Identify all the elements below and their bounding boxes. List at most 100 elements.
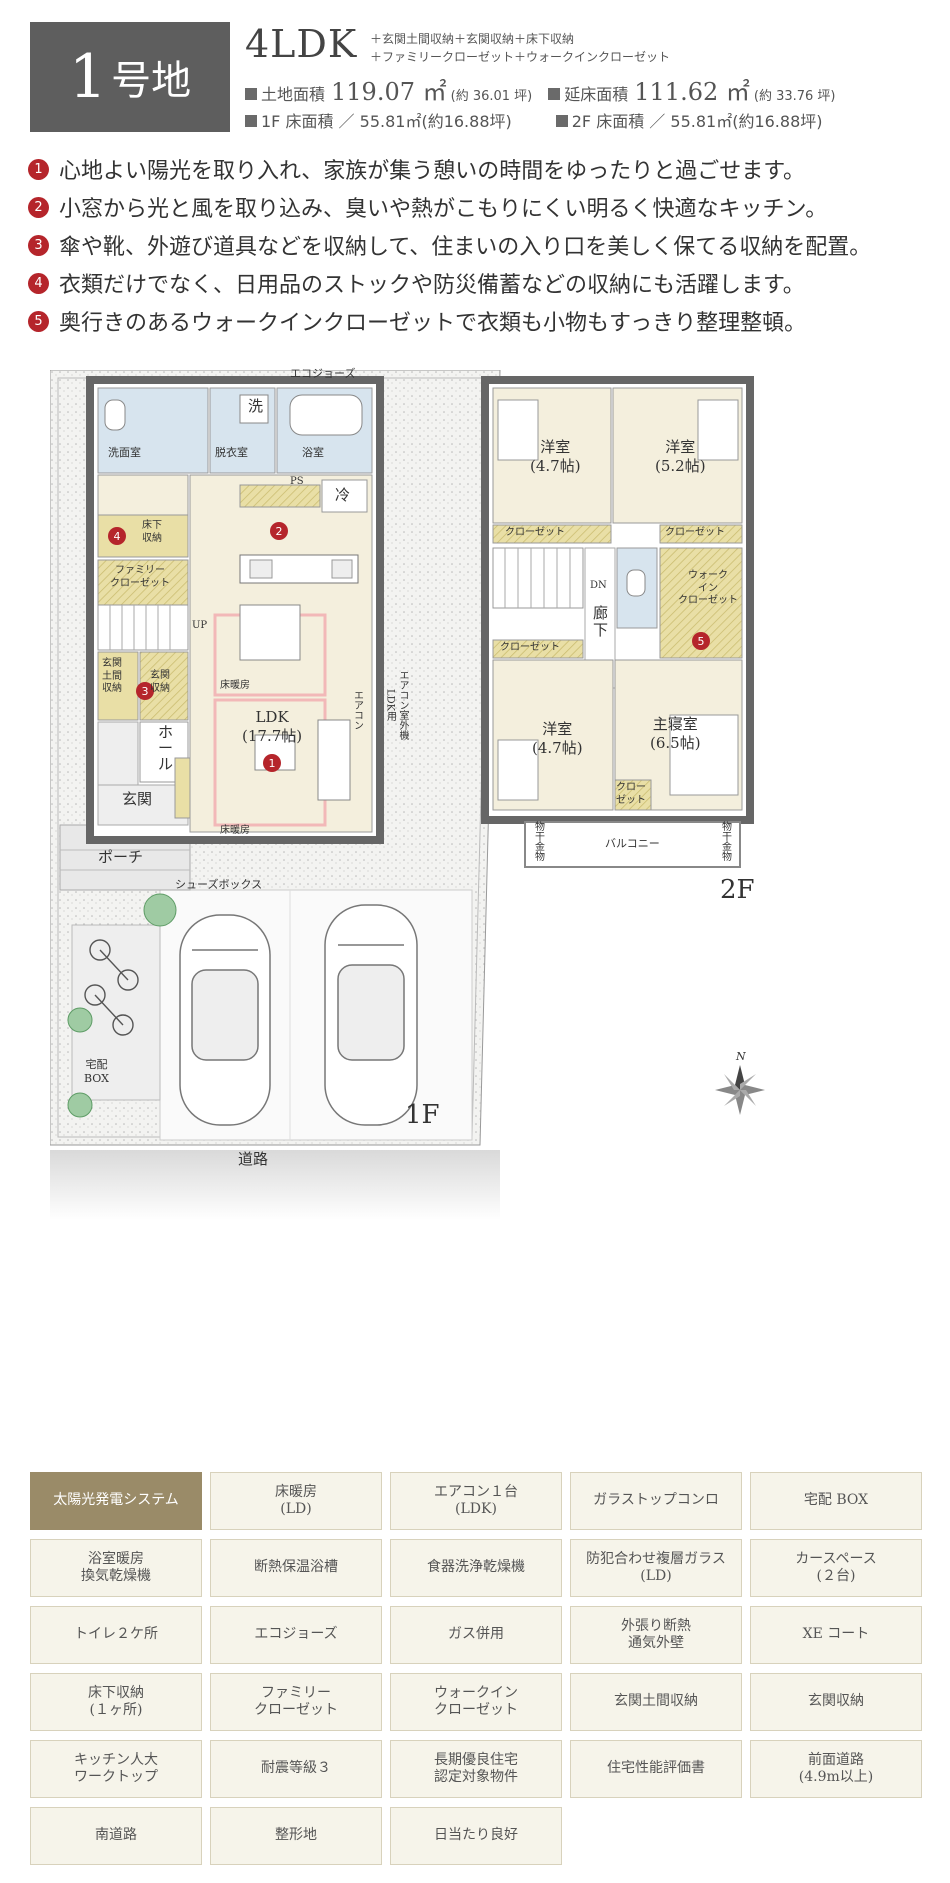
yukashita-label: 床下 収納 [142, 520, 162, 544]
hall-label: ホ ー ル [158, 723, 174, 773]
equipment-item: 南道路 [30, 1807, 202, 1865]
equipment-item: 前面道路 (4.9m以上) [750, 1740, 922, 1798]
ldk-label: LDK (17.7帖) [242, 708, 303, 745]
equipment-item: ガス併用 [390, 1606, 562, 1664]
car-right [324, 904, 418, 1126]
feature-number: 2 [28, 196, 49, 218]
genkan-shuno-label: 玄関 収納 [150, 670, 170, 694]
equipment-item: ガラストップコンロ [570, 1472, 742, 1530]
equipment-item: XE コート [750, 1606, 922, 1664]
ps-label: PS [290, 476, 304, 487]
yokushitsu-label: 浴室 [302, 446, 324, 459]
equipment-item: 床暖房 (LD) [210, 1472, 382, 1530]
corridor-label: 廊 下 [593, 604, 609, 639]
square-bullet-icon [245, 115, 257, 127]
wic-label: ウォーク イン クローゼット [678, 570, 738, 606]
equipment-item: ファミリー クローゼット [210, 1673, 382, 1731]
washer-label: 洗 [248, 397, 264, 415]
equipment-item: 床下収納 (１ヶ所) [30, 1673, 202, 1731]
western-room-1-label: 洋室 (4.7帖) [530, 438, 581, 475]
equipment-item: 耐震等級３ [210, 1740, 382, 1798]
ecojozu-label: エコジョーズ [290, 367, 356, 380]
feature-number: 3 [28, 234, 49, 256]
equipment-item: 玄関土間収納 [570, 1673, 742, 1731]
square-bullet-icon [548, 88, 561, 100]
closet-label-3: クローゼット [500, 642, 560, 653]
lot-suffix: 号地 [111, 58, 192, 104]
marker-2: 2 [270, 522, 288, 540]
equipment-grid: 太陽光発電システム 床暖房 (LD) エアコン１台 (LDK) ガラストップコン… [30, 1472, 930, 1865]
f2-area: 2F 床面積 ／ 55.81㎡(約16.88坪) [555, 108, 823, 132]
lot-number: 1 [68, 42, 108, 112]
floor-plan: エコジョーズ 洗 洗面室 脱衣室 浴室 PS 冷 4 床下 収納 2 ファミリー… [50, 367, 930, 1390]
equipment-item: 太陽光発電システム [30, 1472, 202, 1530]
bicycle-icon [84, 939, 139, 1036]
equipment-item: 外張り断熱 通気外壁 [570, 1606, 742, 1664]
floor-area-tsubo: (約 33.76 坪) [753, 89, 836, 104]
storage-extras: ＋玄関土間収納＋玄関収納＋床下収納 ＋ファミリークローゼット＋ウォークインクロー… [370, 30, 670, 66]
floor-label-2f: 2F [720, 875, 755, 905]
equipment-item: 浴室暖房 換気乾燥機 [30, 1539, 202, 1597]
equipment-item: キッチン人大 ワークトップ [30, 1740, 202, 1798]
marker-3: 3 [136, 682, 154, 700]
floor-area: 延床面積 111.62 ㎡ (約 33.76 坪) [548, 72, 836, 107]
floor-plan-drawing [50, 370, 765, 1220]
land-area-tsubo: (約 36.01 坪) [450, 89, 533, 104]
square-bullet-icon [245, 88, 257, 100]
equipment-item: エアコン１台 (LDK) [390, 1472, 562, 1530]
equipment-item: ウォークイン クローゼット [390, 1673, 562, 1731]
fridge-label: 冷 [335, 486, 351, 504]
feature-number: 4 [28, 272, 49, 294]
square-bullet-icon [555, 115, 568, 127]
master-bedroom-label: 主寝室 (6.5帖) [650, 715, 701, 752]
house-2f [481, 376, 754, 868]
datsui-label: 脱衣室 [215, 446, 248, 459]
small-closet-label: クロー ゼット [616, 782, 646, 806]
laundry-pole-label-1: 物 干 金 物 [535, 822, 545, 863]
genkan-doma-label: 玄関 土間 収納 [102, 658, 122, 694]
genkan-label: 玄関 [122, 790, 153, 808]
area-row-main: 土地面積 119.07 ㎡ (約 36.01 坪) 延床面積 111.62 ㎡ … [245, 72, 836, 107]
road-label: 道路 [238, 1150, 269, 1168]
storage-extras-line2: ＋ファミリークローゼット＋ウォークインクローゼット [370, 50, 671, 64]
area-row-floors: 1F 床面積 ／ 55.81㎡(約16.88坪) 2F 床面積 ／ 55.81㎡… [245, 108, 823, 132]
feature-number: 5 [28, 310, 49, 332]
floor-area-value: 111.62 ㎡ [634, 78, 750, 106]
equipment-item: カースペース (２台) [750, 1539, 922, 1597]
car-left [179, 914, 271, 1126]
land-area-value: 119.07 ㎡ [331, 78, 447, 106]
family-closet-label: ファミリー クローゼット [110, 565, 170, 589]
lot-number-badge: 1 号地 [30, 22, 230, 132]
storage-extras-line1: ＋玄関土間収納＋玄関収納＋床下収納 [370, 32, 575, 46]
equipment-item: 住宅性能評価書 [570, 1740, 742, 1798]
f1-area: 1F 床面積 ／ 55.81㎡(約16.88坪) [245, 108, 512, 132]
equipment-item: 玄関収納 [750, 1673, 922, 1731]
western-room-2-label: 洋室 (5.2帖) [655, 438, 706, 475]
layout-type: 4LDK [245, 22, 358, 66]
equipment-item: トイレ２ケ所 [30, 1606, 202, 1664]
equipment-item: 食器洗浄乾燥機 [390, 1539, 562, 1597]
shoes-box-label: シューズボックス [175, 878, 263, 891]
equipment-item: 断熱保温浴槽 [210, 1539, 382, 1597]
balcony-label: バルコニー [605, 837, 660, 850]
floor-heating-label-2: 床暖房 [220, 825, 250, 836]
equipment-item: 日当たり良好 [390, 1807, 562, 1865]
senmen-label: 洗面室 [108, 446, 141, 459]
porch-label: ポーチ [98, 848, 144, 866]
compass-icon [715, 1065, 765, 1115]
land-area: 土地面積 119.07 ㎡ (約 36.01 坪) [245, 72, 532, 107]
aircon-outdoor-label: エアコン室外機 LDK用 [384, 670, 409, 740]
marker-5: 5 [692, 632, 710, 650]
marker-4: 4 [108, 527, 126, 545]
laundry-pole-label-2: 物 干 金 物 [722, 822, 732, 863]
feature-number: 1 [28, 158, 49, 180]
equipment-item: 宅配 BOX [750, 1472, 922, 1530]
aircon-label: エアコン [351, 690, 363, 730]
equipment-item: 整形地 [210, 1807, 382, 1865]
floor-label-1f: 1F [405, 1100, 440, 1130]
compass-north-label: N [736, 1050, 746, 1063]
